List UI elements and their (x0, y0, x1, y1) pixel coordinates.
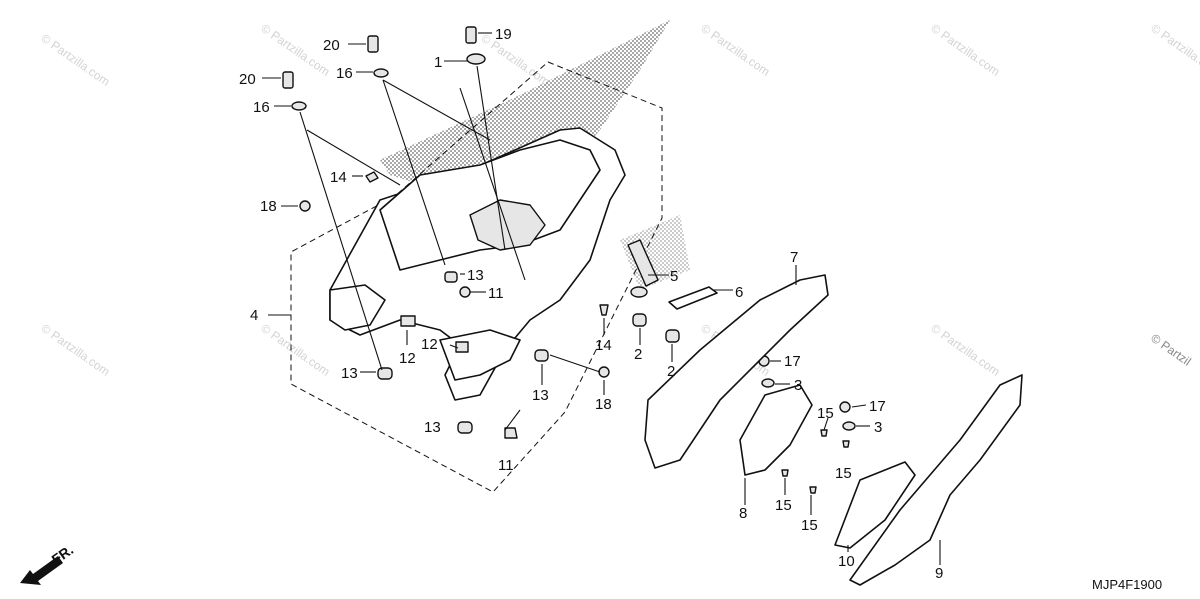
callout-11: 11 (498, 457, 514, 474)
callout-12: 12 (399, 350, 416, 367)
nut (377, 367, 393, 380)
rear-frame-part (329, 127, 626, 401)
nut (534, 349, 549, 362)
collar (842, 421, 856, 431)
nut (444, 271, 458, 283)
callout-17: 17 (869, 398, 886, 415)
rubber (632, 313, 647, 327)
callout-1: 1 (434, 54, 442, 71)
rubber (665, 329, 680, 343)
callout-6: 6 (735, 284, 743, 301)
callout-19: 19 (495, 26, 512, 43)
cover-8 (739, 384, 813, 476)
collar (630, 286, 648, 298)
callout-14: 14 (595, 337, 612, 354)
cover-9 (849, 374, 1023, 586)
grommet (504, 427, 518, 439)
clip (599, 304, 609, 316)
callout-3: 3 (794, 377, 802, 394)
watermark: © Partzilla.com (928, 21, 1002, 79)
screw (842, 440, 850, 448)
watermark: © Partzilla.com (478, 31, 552, 89)
callout-13: 13 (532, 387, 549, 404)
clip-nut (455, 341, 469, 353)
bolt (282, 71, 294, 89)
screw (809, 486, 817, 494)
watermark: © Partzilla.com (258, 21, 332, 79)
stay (668, 286, 718, 310)
callout-3: 3 (874, 419, 882, 436)
screw (598, 366, 610, 378)
callout-14: 14 (330, 169, 347, 186)
callout-9: 9 (935, 565, 943, 582)
watermark: © Partzilla.com (928, 321, 1002, 379)
watermark: © Partzilla.com (258, 321, 332, 379)
screw (299, 200, 311, 212)
watermark: © Partzilla.com (38, 321, 112, 379)
callout-5: 5 (670, 268, 678, 285)
screw (820, 429, 828, 437)
watermark: © Partzilla.com (1148, 21, 1200, 79)
diagram-code: MJP4F1900 (1092, 577, 1162, 592)
clip-nut (400, 315, 416, 327)
callout-labels: 1 2 2 3 3 4 5 6 7 8 9 10 11 11 12 12 13 … (239, 26, 943, 582)
callout-11: 11 (488, 285, 504, 302)
clip (365, 171, 379, 183)
callout-16: 16 (253, 99, 270, 116)
callout-18: 18 (260, 198, 277, 215)
leader-lines (262, 32, 941, 565)
watermark: © Partzilla.com (698, 21, 772, 79)
cover-7 (644, 274, 829, 469)
callout-4: 4 (250, 307, 258, 324)
grommet (459, 286, 471, 298)
callout-15: 15 (835, 465, 852, 482)
washer (466, 53, 486, 65)
callout-10: 10 (838, 553, 855, 570)
callout-15: 15 (801, 517, 818, 534)
watermark-right: © Partzil (1148, 331, 1193, 369)
screw (781, 469, 789, 477)
callout-16: 16 (336, 65, 353, 82)
callout-13: 13 (341, 365, 358, 382)
callout-2: 2 (634, 346, 642, 363)
callout-18: 18 (595, 396, 612, 413)
collar (761, 378, 775, 388)
callout-13: 13 (467, 267, 484, 284)
callout-8: 8 (739, 505, 747, 522)
callout-15: 15 (775, 497, 792, 514)
watermark: © Partzilla.com (38, 31, 112, 89)
side-covers (644, 274, 1023, 586)
cover-10 (834, 461, 916, 549)
front-direction-arrow-icon: FR. (20, 541, 76, 585)
callout-7: 7 (790, 249, 798, 266)
callout-15: 15 (817, 405, 834, 422)
bolt (367, 35, 379, 53)
screw (839, 401, 851, 413)
callout-2: 2 (667, 363, 675, 380)
seat-shading (380, 20, 670, 200)
callout-20: 20 (239, 71, 256, 88)
callout-20: 20 (323, 37, 340, 54)
washer (291, 101, 307, 111)
nut (457, 421, 473, 434)
callout-17: 17 (784, 353, 801, 370)
washer (373, 68, 389, 78)
bolt (465, 26, 477, 44)
side-shading (620, 215, 690, 290)
callout-13: 13 (424, 419, 441, 436)
callout-12: 12 (421, 336, 438, 353)
